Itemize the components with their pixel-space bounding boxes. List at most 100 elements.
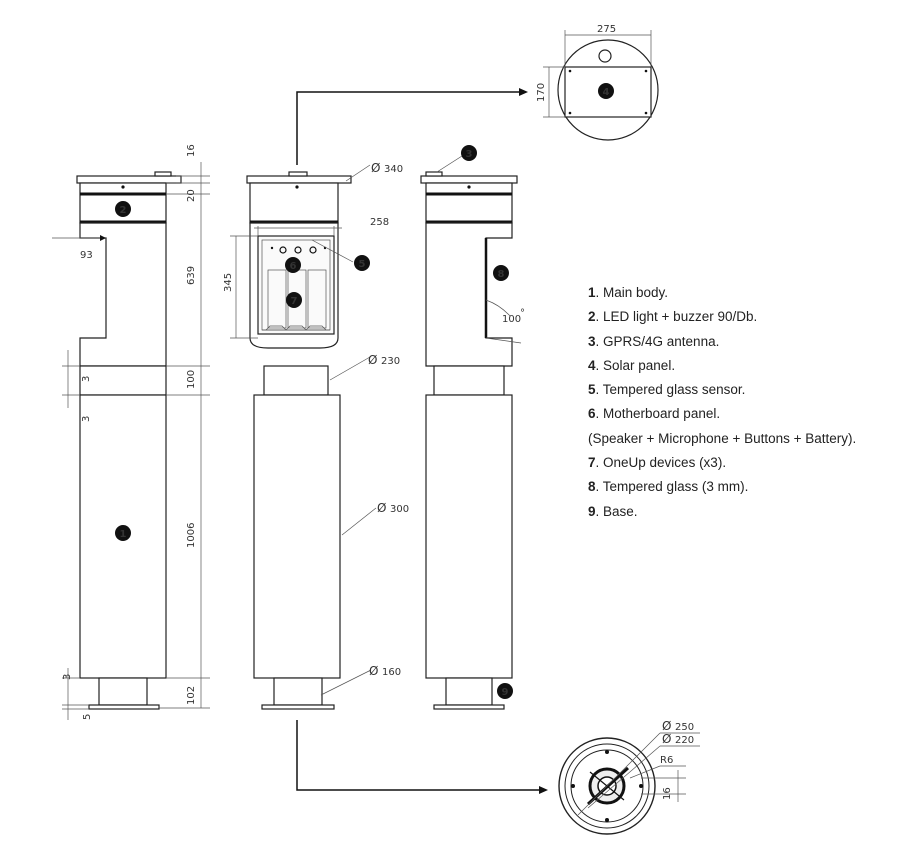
legend-text: . Base.: [595, 503, 638, 519]
front-antenna-nub: [288, 171, 308, 177]
dim-dia-160: 160: [382, 667, 401, 678]
front-neck: [263, 365, 329, 396]
svg-text:8: 8: [498, 269, 505, 280]
legend-num: 6: [588, 406, 596, 422]
dim-16-base: 16: [662, 787, 673, 800]
legend-text: . OneUp devices (x3).: [595, 455, 727, 471]
dim-r6: R6: [660, 755, 673, 766]
legend-num: 7: [588, 455, 596, 471]
legend-text: . LED light + buzzer 90/Db.: [595, 309, 758, 325]
base-plate: [88, 704, 160, 710]
dia-symbol-300: Ø: [377, 501, 386, 515]
dim-16-top: 16: [186, 144, 197, 157]
antenna-nub: [154, 171, 172, 177]
callout-4: 4: [598, 83, 614, 99]
right-led-ring: [425, 182, 513, 224]
legend-item: 8. Tempered glass (3 mm).: [588, 475, 893, 499]
callout-9: 9: [497, 683, 513, 699]
callout-6: 6: [285, 257, 301, 273]
right-base-column: [445, 677, 493, 706]
top-cap: [76, 175, 182, 184]
legend-item: 4. Solar panel.: [588, 354, 893, 378]
dim-3-mid: 3: [81, 416, 92, 422]
dia-symbol-160: Ø: [369, 664, 378, 678]
dim-dia-340: 340: [384, 164, 403, 175]
svg-text:5: 5: [359, 259, 366, 270]
right-top-cap: [420, 175, 518, 184]
legend-item: (Speaker + Microphone + Buttons + Batter…: [588, 427, 893, 451]
solar-panel-rect: [564, 66, 652, 118]
legend-num: 2: [588, 309, 596, 325]
front-base-plate: [261, 704, 335, 710]
legend-item: 9. Base.: [588, 500, 893, 524]
dim-100: 100: [186, 370, 197, 389]
legend-num: 3: [588, 333, 596, 349]
dia-symbol-250: Ø: [662, 719, 671, 733]
front-led-ring: [249, 182, 339, 224]
dia-symbol-220: Ø: [662, 732, 671, 746]
legend-text: . Tempered glass sensor.: [595, 382, 746, 398]
dim-angle-100: 100: [502, 314, 521, 325]
legend-num: 8: [588, 479, 596, 495]
legend-num: 4: [588, 357, 596, 373]
base-column: [98, 677, 148, 706]
legend-item: 3. GPRS/4G antenna.: [588, 330, 893, 354]
dim-275: 275: [597, 24, 616, 35]
base-bottom-view: Ø 250 Ø 220 R6 16: [558, 719, 700, 835]
callout-1: 1: [115, 525, 131, 541]
front-shaft: [253, 394, 341, 679]
legend-item: 2. LED light + buzzer 90/Db.: [588, 305, 893, 329]
svg-text:3: 3: [466, 149, 473, 160]
dia-symbol-230: Ø: [368, 353, 377, 367]
dim-170: 170: [536, 83, 547, 102]
side-view-right: 100 ° 3 8 9: [420, 145, 525, 710]
legend-text: . Main body.: [595, 285, 669, 300]
right-head-body: [425, 222, 513, 367]
legend-text: . Tempered glass (3 mm).: [595, 479, 749, 495]
legend-text: . GPRS/4G antenna.: [595, 333, 720, 349]
svg-text:1: 1: [120, 529, 127, 540]
right-antenna-nub: [425, 171, 443, 177]
front-top-cap: [246, 175, 352, 184]
dim-dia-300: 300: [390, 504, 409, 515]
callout-5: 5: [354, 255, 370, 271]
right-neck: [433, 365, 505, 396]
dim-639: 639: [186, 266, 197, 285]
callout-8: 8: [493, 265, 509, 281]
angle-unit: °: [520, 308, 525, 319]
callout-2: 2: [115, 201, 131, 217]
dim-dia-250: 250: [675, 722, 694, 733]
front-view-center: 258 345 Ø 340 Ø 230 Ø 300 Ø 160 5 6 7: [223, 88, 548, 794]
legend-text: (Speaker + Microphone + Buttons + Batter…: [588, 430, 857, 446]
dim-20: 20: [186, 189, 197, 202]
legend-num: 9: [588, 503, 596, 519]
legend-item: 1. Main body.: [588, 281, 893, 305]
dim-5: 5: [82, 714, 93, 720]
solar-panel-top-view: 275 170 4: [536, 24, 659, 141]
right-base-plate: [433, 704, 505, 710]
legend-num: 1: [588, 285, 596, 300]
legend-item: 6. Motherboard panel.: [588, 402, 893, 426]
right-shaft: [425, 394, 513, 679]
front-base-column: [273, 677, 323, 706]
side-view-left: 16 20 639 100 1006 102 93 3 3 3 5 2 1: [52, 144, 210, 720]
head-body: [79, 222, 167, 367]
dim-3-lower: 3: [62, 674, 73, 680]
legend-list: 1. Main body. 2. LED light + buzzer 90/D…: [588, 281, 893, 524]
legend-item: 7. OneUp devices (x3).: [588, 451, 893, 475]
dim-3-upper: 3: [81, 376, 92, 382]
svg-text:7: 7: [291, 296, 298, 307]
legend-text: . Motherboard panel.: [595, 406, 721, 422]
dim-dia-220: 220: [675, 735, 694, 746]
svg-text:9: 9: [502, 687, 509, 698]
svg-text:6: 6: [290, 261, 297, 272]
legend-num: 5: [588, 382, 596, 398]
dim-258: 258: [370, 217, 389, 228]
dim-345: 345: [223, 273, 234, 292]
callout-3: 3: [461, 145, 477, 161]
dim-93: 93: [80, 250, 93, 261]
dia-symbol-340: Ø: [371, 161, 380, 175]
callout-7: 7: [286, 292, 302, 308]
